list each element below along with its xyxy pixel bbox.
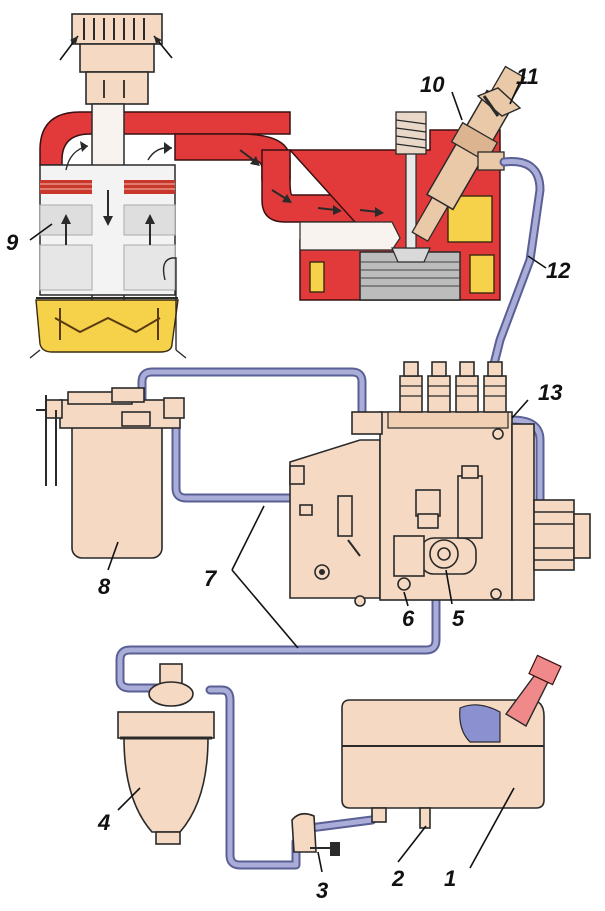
label-2: 2 bbox=[391, 866, 405, 891]
label-1: 1 bbox=[444, 866, 456, 891]
label-3: 3 bbox=[316, 878, 328, 903]
label-5: 5 bbox=[452, 606, 465, 631]
label-13: 13 bbox=[538, 380, 562, 405]
fine-fuel-filter bbox=[36, 387, 185, 559]
delivery-valve-holders bbox=[399, 361, 507, 413]
label-10: 10 bbox=[420, 72, 445, 97]
fuel-tank bbox=[291, 654, 562, 856]
callout-labels: 1 2 3 4 5 6 7 8 9 10 11 12 13 bbox=[6, 64, 571, 903]
label-9: 9 bbox=[6, 230, 19, 255]
air-intake-cap bbox=[59, 13, 173, 105]
label-4: 4 bbox=[97, 810, 110, 835]
fuel-injector bbox=[411, 65, 526, 242]
label-7: 7 bbox=[204, 566, 218, 591]
label-6: 6 bbox=[402, 606, 415, 631]
coarse-fuel-filter bbox=[117, 663, 215, 845]
injection-pump bbox=[289, 361, 591, 607]
label-8: 8 bbox=[98, 574, 111, 599]
leader-lines bbox=[29, 81, 547, 873]
label-12: 12 bbox=[546, 258, 571, 283]
air-cleaner bbox=[29, 103, 291, 359]
fuel-lines bbox=[115, 157, 545, 870]
label-11: 11 bbox=[516, 64, 539, 89]
engine-cylinder-head bbox=[239, 111, 501, 301]
